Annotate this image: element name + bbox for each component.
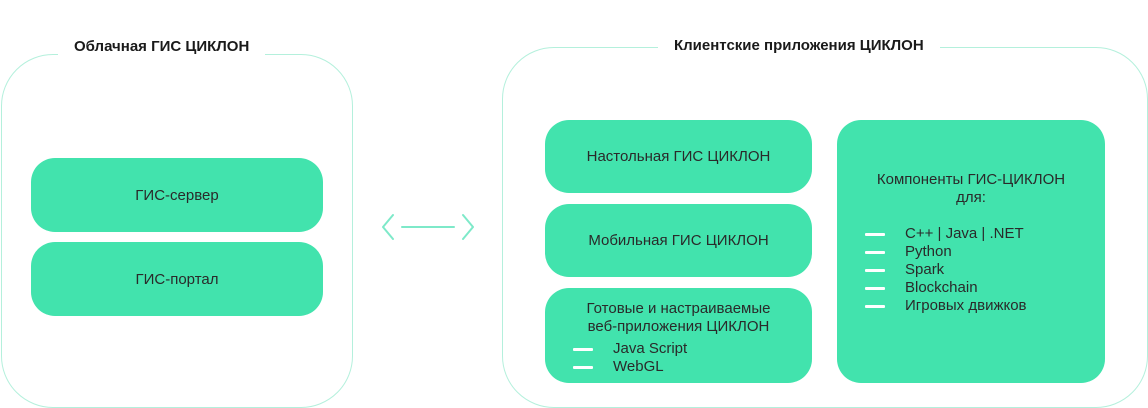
list-item: Python [865,243,1027,261]
component-label: Blockchain [905,279,978,296]
dash-bullet-icon [573,365,593,369]
web-tech-list: Java Script WebGL [573,340,687,376]
gis-server-card: ГИС-сервер [31,158,323,232]
web-apps-title-line2: веб-приложения ЦИКЛОН [587,318,770,335]
component-label: Spark [905,261,945,278]
mobile-gis-label: Мобильная ГИС ЦИКЛОН [588,232,769,249]
component-label: C++ | Java | .NET [905,225,1024,242]
dash-bullet-icon [573,347,593,351]
dash-bullet-icon [865,250,885,254]
gis-server-label: ГИС-сервер [135,186,219,204]
dash-bullet-icon [865,304,885,308]
list-item: Spark [865,261,1027,279]
component-label: Python [905,243,952,260]
mobile-gis-card: Мобильная ГИС ЦИКЛОН [545,204,812,277]
list-item: Игровых движков [865,297,1027,315]
desktop-gis-label: Настольная ГИС ЦИКЛОН [586,148,771,165]
dash-bullet-icon [865,232,885,236]
components-title-line1: Компоненты ГИС-ЦИКЛОН [876,171,1066,188]
list-item: Blockchain [865,279,1027,297]
list-item: WebGL [573,358,687,376]
web-apps-title-line1: Готовые и настраиваемые [586,300,771,317]
dash-bullet-icon [865,268,885,272]
desktop-gis-card: Настольная ГИС ЦИКЛОН [545,120,812,193]
gis-portal-label: ГИС-портал [135,270,219,288]
list-item: C++ | Java | .NET [865,225,1027,243]
components-card: Компоненты ГИС-ЦИКЛОН для: C++ | Java | … [837,120,1105,383]
gis-portal-card: ГИС-портал [31,242,323,316]
component-label: Игровых движков [905,297,1027,314]
dash-bullet-icon [865,286,885,290]
client-apps-title: Клиентские приложения ЦИКЛОН [658,36,940,56]
web-tech-label: Java Script [613,340,688,357]
web-apps-card: Готовые и настраиваемые веб-приложения Ц… [545,288,812,383]
web-tech-label: WebGL [613,358,664,375]
list-item: Java Script [573,340,687,358]
components-list: C++ | Java | .NET Python Spark Blockchai… [865,225,1027,315]
cloud-gis-title: Облачная ГИС ЦИКЛОН [58,37,266,57]
components-title-line2: для: [956,189,986,206]
double-arrow-icon [382,214,474,240]
